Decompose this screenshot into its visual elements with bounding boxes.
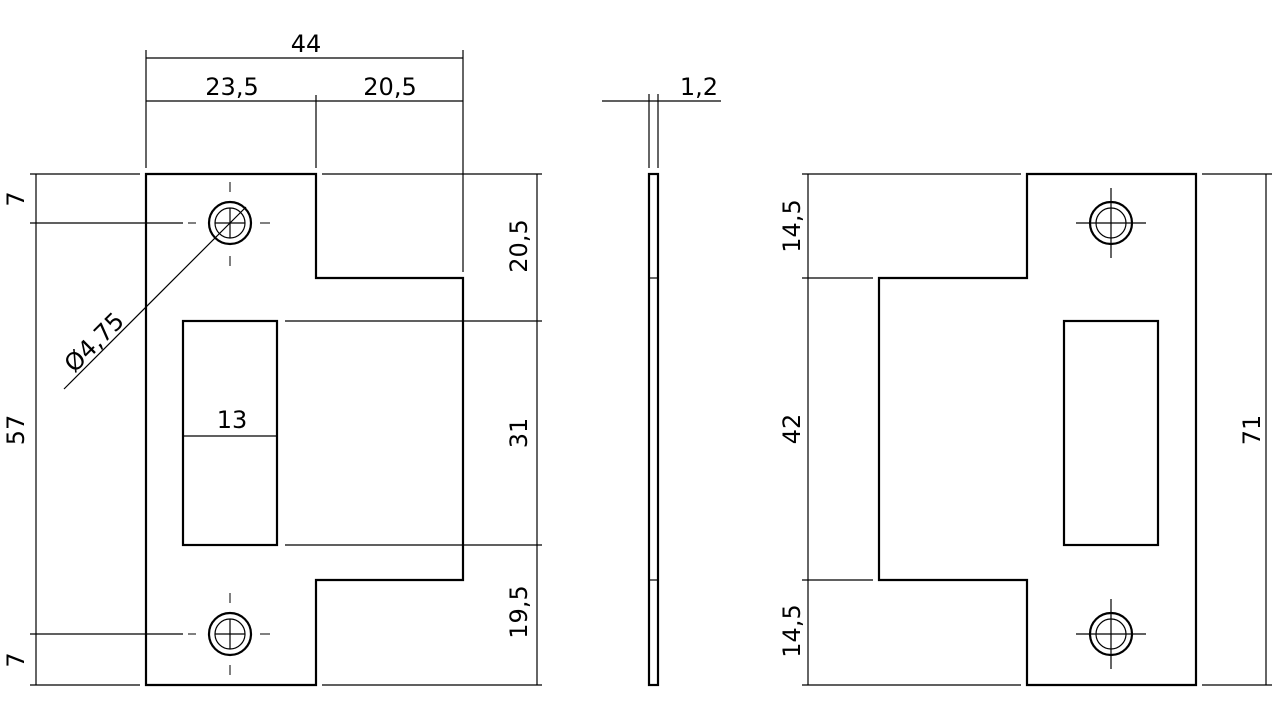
back-top-hole <box>1076 188 1146 258</box>
dim-back-top-offset: 14,5 <box>778 199 806 252</box>
dim-cutout-height: 31 <box>505 418 533 449</box>
dim-top-edge-hole: 7 <box>2 191 30 206</box>
dim-thickness: 1,2 <box>680 73 718 101</box>
front-right-dimensions <box>285 173 542 686</box>
dim-back-total-height: 71 <box>1238 415 1266 446</box>
side-view: 1,2 <box>602 73 721 687</box>
back-bottom-hole <box>1076 599 1146 669</box>
front-left-dimensions <box>30 173 183 686</box>
diameter-leader <box>63 206 247 390</box>
back-plate-outline <box>877 172 1198 687</box>
back-left-dimensions <box>802 173 1021 686</box>
back-view: 14,5 42 14,5 71 <box>778 172 1272 687</box>
front-view: 44 23,5 20,5 7 57 7 Ø4,75 13 20,5 31 <box>2 30 542 687</box>
dim-bottom-edge-hole: 7 <box>2 652 30 667</box>
dim-right-width: 20,5 <box>363 73 416 101</box>
side-plate-outline <box>647 172 660 687</box>
front-cutout <box>181 319 279 547</box>
dim-bottom-offset: 19,5 <box>505 585 533 638</box>
front-bottom-hole <box>188 593 270 675</box>
dim-top-offset: 20,5 <box>505 219 533 272</box>
dim-cutout-width: 13 <box>217 406 248 434</box>
dim-total-height-front: 57 <box>2 415 30 446</box>
dim-back-bottom-offset: 14,5 <box>778 604 806 657</box>
back-cutout <box>1062 319 1160 547</box>
dim-total-width: 44 <box>291 30 322 58</box>
dim-hole-diameter: Ø4,75 <box>59 307 130 378</box>
front-width-dimensions <box>145 50 464 272</box>
dim-back-middle-height: 42 <box>778 414 806 445</box>
dim-left-width: 23,5 <box>205 73 258 101</box>
front-plate-outline <box>144 172 465 687</box>
back-right-dimensions <box>1202 173 1272 686</box>
